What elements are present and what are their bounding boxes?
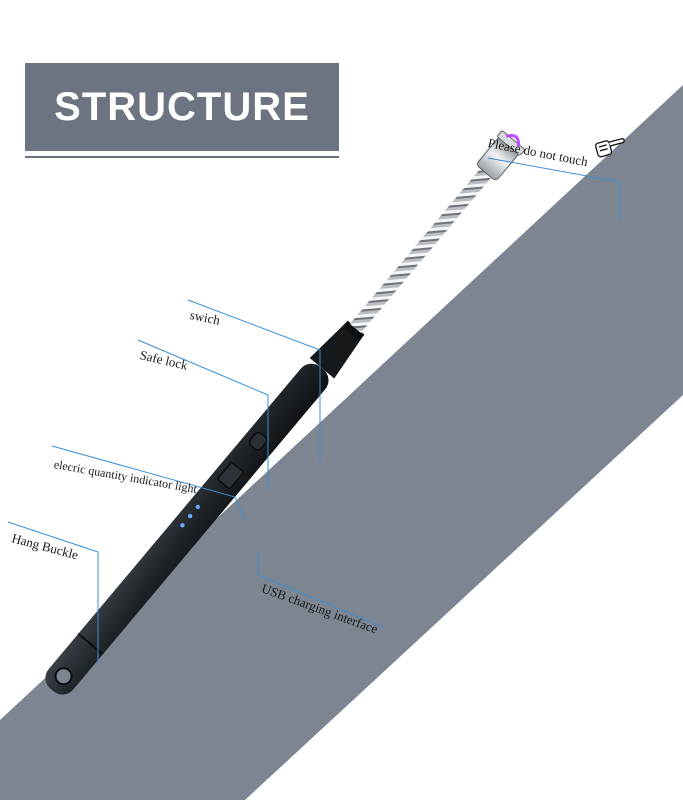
indicator-led xyxy=(195,504,201,510)
leader-switch xyxy=(187,299,321,462)
title-banner: STRUCTURE xyxy=(25,63,339,151)
safe-lock-slider xyxy=(217,462,244,490)
pointing-hand-icon xyxy=(595,137,625,158)
page-title: STRUCTURE xyxy=(54,84,310,129)
plasma-arc xyxy=(505,133,521,147)
leader-do-not-touch xyxy=(487,157,621,222)
leader-safe-lock xyxy=(137,339,269,490)
flexible-neck xyxy=(350,166,493,333)
indicator-led xyxy=(187,513,193,519)
background-band xyxy=(0,85,683,800)
switch-button xyxy=(248,431,268,451)
leader-indicator xyxy=(51,445,246,521)
indicator-led xyxy=(180,523,185,528)
leader-hang-buckle xyxy=(7,521,99,665)
leader-lines xyxy=(7,157,621,665)
lighter-collar xyxy=(309,322,363,379)
hang-hole xyxy=(54,667,73,686)
title-underline xyxy=(25,156,339,158)
leader-usb xyxy=(257,552,386,629)
lighter xyxy=(45,130,525,695)
